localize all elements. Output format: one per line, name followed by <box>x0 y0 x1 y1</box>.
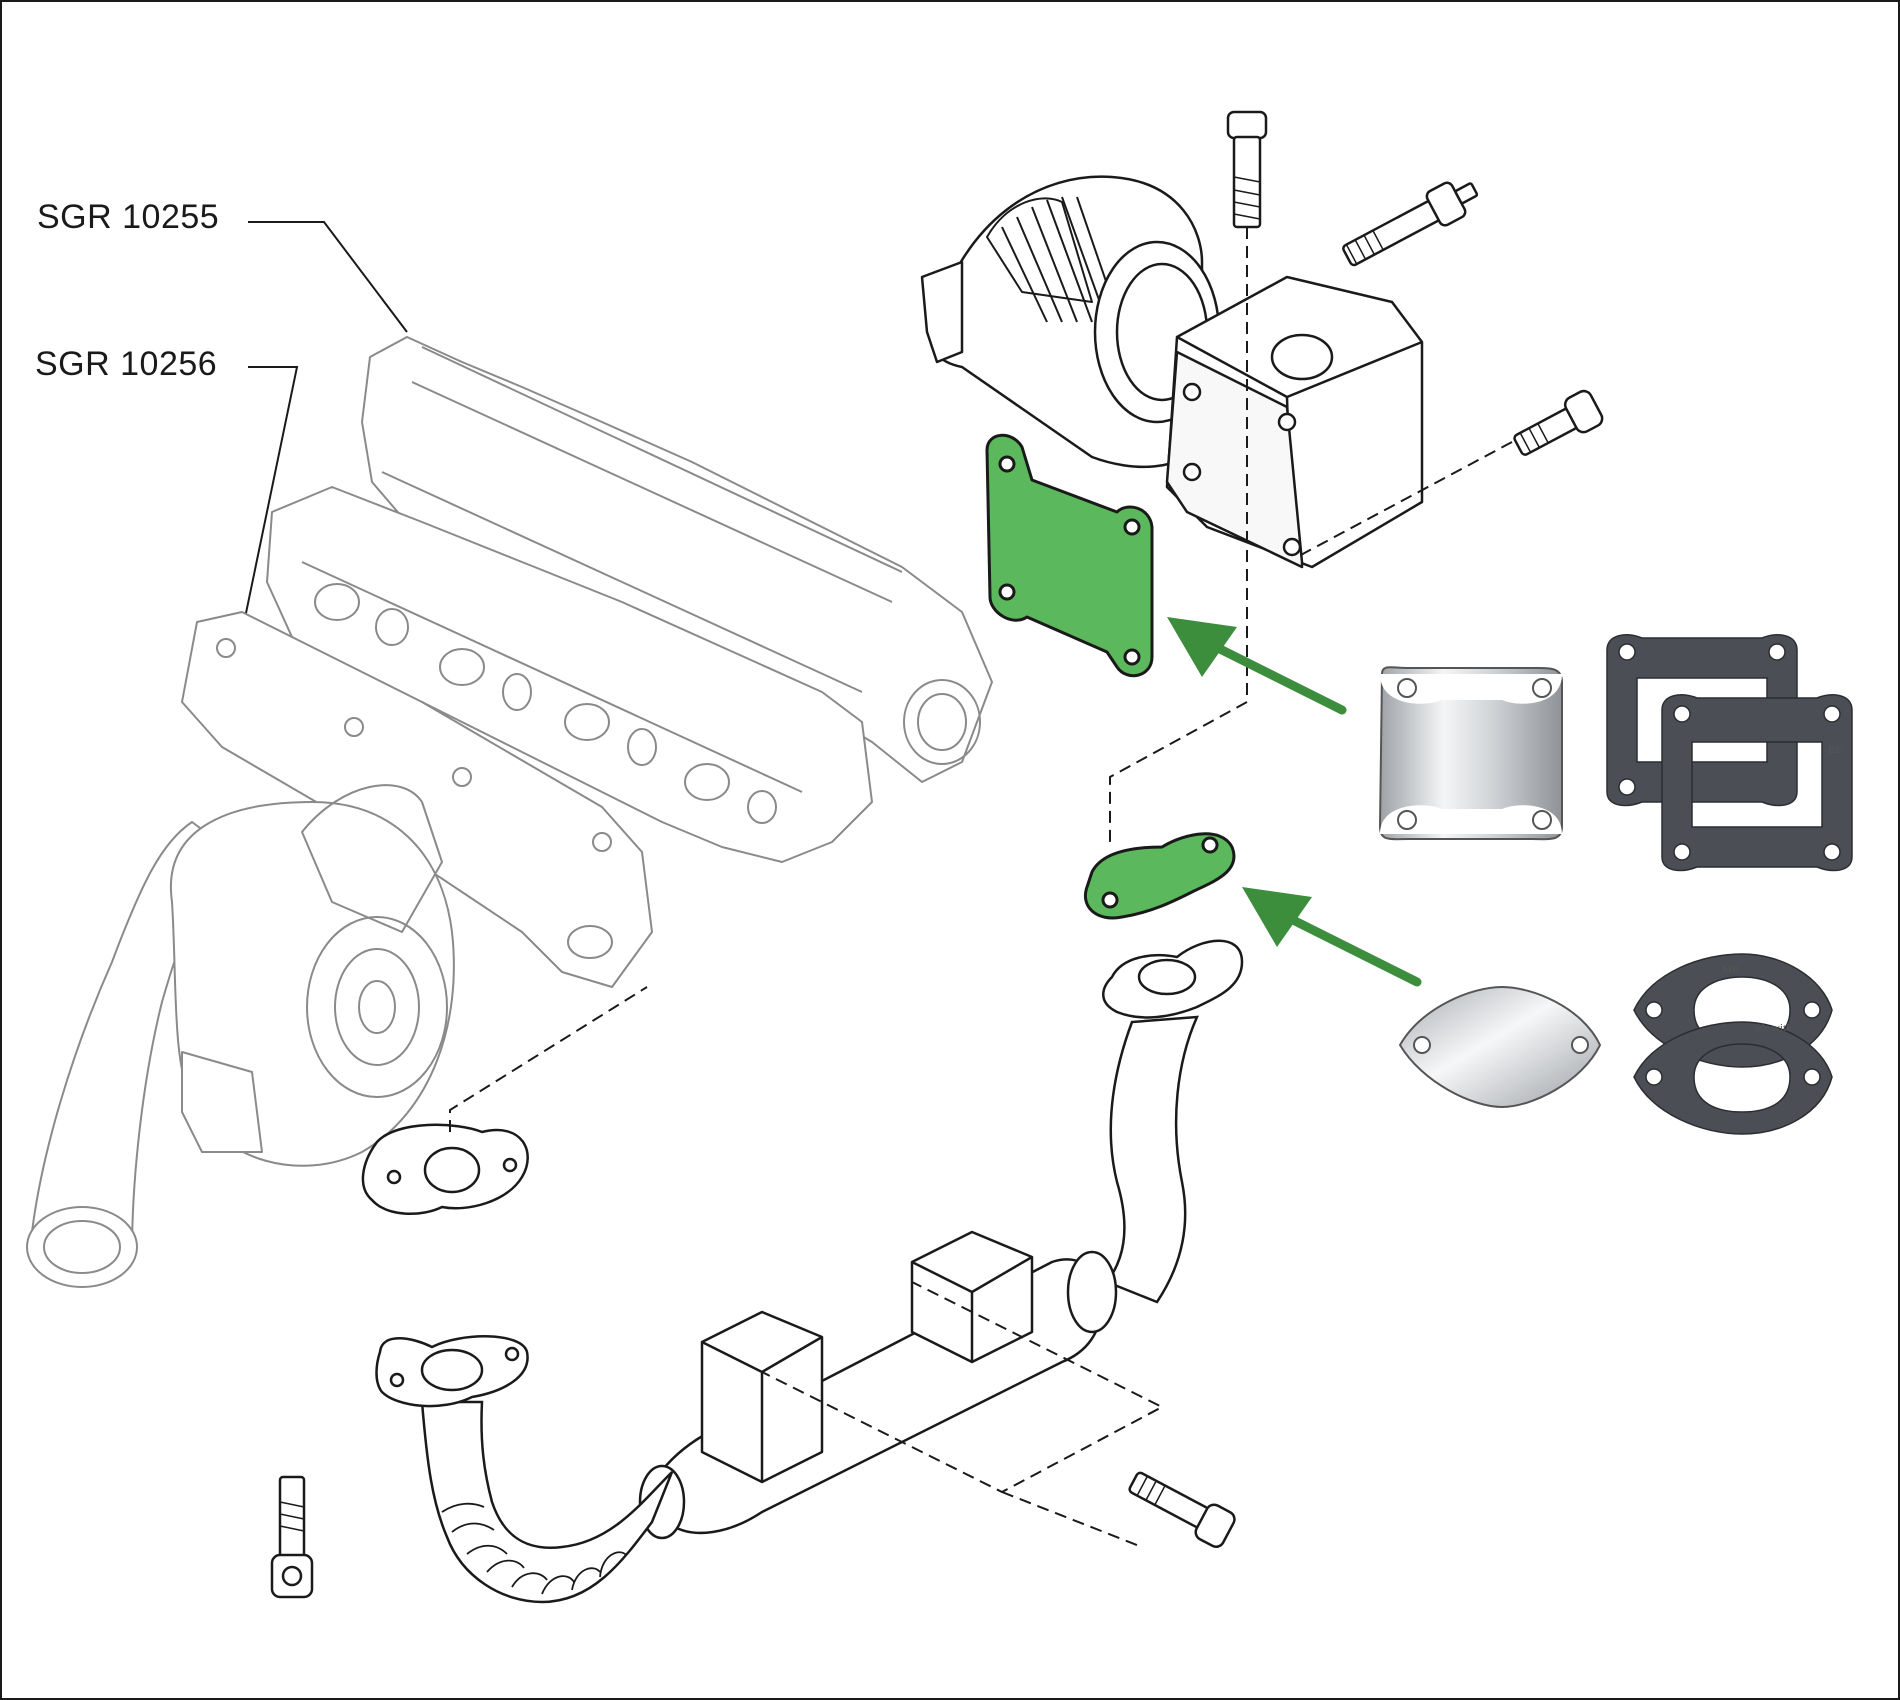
gasket-mark-b: MB <box>1722 964 1740 976</box>
exhaust-manifold-runners <box>181 611 653 988</box>
rect-gasket-back <box>1606 634 1798 807</box>
egr-pipe-flange-upper <box>1102 939 1244 1019</box>
manifold-ribs <box>301 346 903 793</box>
arrow-to-pipe-gasket <box>1242 887 1422 987</box>
gasket-mark-a: BE <box>1828 744 1843 756</box>
turbo-gasket-dashed-leader <box>449 986 648 1132</box>
egr-valve-flange <box>1165 350 1304 569</box>
manifold-port-holes <box>216 583 981 959</box>
egr-dashed-alignment-lines <box>1109 227 1513 847</box>
egr-pipe-lower-bellows <box>420 1400 674 1604</box>
vertical-bolt-top <box>1226 110 1268 229</box>
egr-valve-cap <box>1270 333 1334 381</box>
egr-pipe-flange-lower <box>375 1335 529 1408</box>
egr-bolts <box>1226 110 1604 456</box>
callout-leader-lines <box>239 221 408 643</box>
highlighted-egr-valve-gasket <box>985 433 1154 678</box>
leader-line-10255 <box>248 221 408 333</box>
diagonal-bolt-lower-right <box>1128 1471 1236 1548</box>
bellows-corrugations <box>441 1502 627 1595</box>
turbo-outlet-gasket <box>361 1123 529 1216</box>
egr-pipe-upper-tube <box>1105 1015 1199 1304</box>
turbo-center-wheel <box>306 916 448 1098</box>
gasket-mark-c: ade with <box>1754 1022 1792 1034</box>
turbo-volute <box>301 784 443 933</box>
gasket-pair-round <box>1633 953 1833 1135</box>
cooler-clamp-right <box>1066 1250 1118 1334</box>
round-gasket-front <box>1633 1021 1833 1135</box>
highlighted-pipe-gasket <box>1084 832 1236 920</box>
manifold-assembly <box>181 336 993 988</box>
arrow-to-egr-gasket <box>1167 617 1347 715</box>
egr-valve <box>920 175 1424 569</box>
cooler-dashed-lines <box>741 1281 1165 1548</box>
turbocharger <box>26 784 455 1288</box>
rect-gasket-front <box>1661 694 1853 872</box>
egr-mounting-bracket <box>920 260 964 364</box>
leader-line-10256 <box>239 366 299 643</box>
diagonal-bolt-upper-right <box>1342 181 1479 267</box>
blanking-plate-round <box>1398 985 1602 1109</box>
egr-cooler <box>638 1230 1118 1540</box>
vertical-bolt-lower-left <box>270 1475 314 1599</box>
egr-cooling-fins <box>986 196 1121 323</box>
diagonal-bolt-right <box>1513 389 1604 456</box>
part-number-label-10256: SGR 10256 <box>35 345 218 383</box>
indicator-arrows <box>1167 617 1422 987</box>
cooler-bolts <box>270 1471 1236 1599</box>
turbo-actuator <box>181 1051 263 1153</box>
turbo-inlet-opening <box>26 1206 138 1288</box>
blanking-plate-rectangular <box>1378 666 1563 841</box>
gasket-pair-rectangular <box>1606 634 1853 872</box>
part-number-label-10255: SGR 10255 <box>37 198 220 236</box>
